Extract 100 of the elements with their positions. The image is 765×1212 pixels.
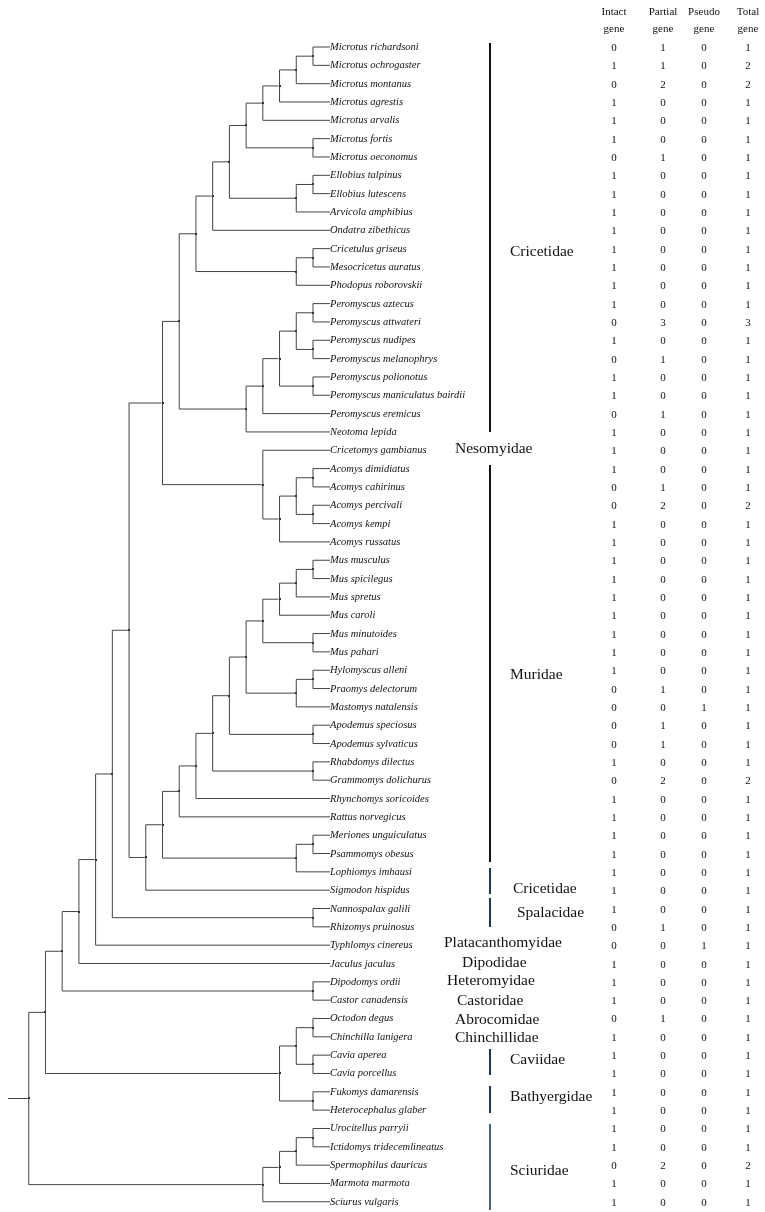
tree-branch: [312, 917, 331, 928]
gene-count: 0: [700, 480, 708, 494]
gene-count: 1: [610, 1104, 618, 1118]
family-label: Sciuridae: [510, 1161, 569, 1179]
gene-count: 0: [659, 755, 667, 769]
branch-node: [278, 1072, 281, 1075]
gene-count: 0: [700, 517, 708, 531]
gene-count: 0: [700, 1195, 708, 1209]
tree-branch: [44, 1011, 280, 1074]
tree-branch: [228, 695, 313, 735]
family-label: Castoridae: [457, 991, 524, 1009]
gene-count: 0: [659, 205, 667, 219]
species-name: Typhlomys cinereus: [330, 938, 413, 952]
tree-branch: [312, 724, 331, 735]
gene-count: 0: [659, 975, 667, 989]
species-name: Urocitellus parryii: [330, 1121, 409, 1135]
family-label: Platacanthomyidae: [444, 933, 562, 951]
gene-count: 1: [659, 719, 667, 733]
branch-node: [61, 950, 64, 953]
tree-branch: [262, 484, 280, 520]
tree-branch: [195, 233, 296, 273]
gene-count: 0: [700, 462, 708, 476]
gene-count: 0: [700, 1049, 708, 1063]
species-name: Rhynchomys soricoides: [330, 791, 429, 805]
tree-branch: [262, 102, 331, 121]
tree-branch: [245, 408, 331, 433]
column-header: Intact gene: [600, 4, 628, 36]
species-name: Phodopus roborovskii: [330, 278, 423, 292]
tree-branch: [195, 732, 213, 767]
gene-count: 2: [744, 774, 752, 788]
gene-count: 0: [700, 334, 708, 348]
gene-count: 0: [659, 517, 667, 531]
gene-count: 1: [610, 810, 618, 824]
tree-branch: [212, 732, 313, 772]
gene-count: 0: [659, 590, 667, 604]
tree-branch: [312, 633, 331, 644]
gene-count: 1: [610, 792, 618, 806]
tree-branch: [279, 85, 331, 103]
tree-branch: [295, 1027, 313, 1047]
gene-count: 1: [610, 334, 618, 348]
tree-branch: [295, 1150, 331, 1166]
branch-node: [178, 320, 181, 323]
gene-count: 1: [610, 590, 618, 604]
tree-branch: [245, 656, 296, 694]
species-name: Ondatra zibethicus: [330, 223, 411, 237]
gene-count: 1: [744, 1085, 752, 1099]
gene-count: 1: [700, 939, 708, 953]
branch-node: [261, 619, 264, 622]
branch-node: [94, 858, 97, 861]
gene-count: 0: [700, 554, 708, 568]
gene-count: 1: [744, 242, 752, 256]
tree-branch: [178, 233, 196, 322]
tree-branch: [262, 449, 331, 486]
branch-node: [211, 732, 214, 735]
species-name: Jaculus jaculus: [330, 956, 396, 970]
family-label: Nesomyidae: [455, 439, 533, 457]
branch-node: [311, 770, 314, 773]
gene-count: 0: [659, 609, 667, 623]
species-name: Acomys cahirinus: [330, 479, 405, 493]
gene-count: 1: [744, 994, 752, 1008]
species-name: Microtus agrestis: [330, 95, 403, 108]
gene-count: 1: [744, 407, 752, 421]
gene-count: 0: [610, 774, 618, 788]
branch-node: [261, 483, 264, 486]
gene-count: 0: [700, 224, 708, 238]
gene-count: 0: [700, 96, 708, 109]
tree-branch: [279, 358, 313, 387]
species-name: Grammomys dolichurus: [330, 773, 432, 787]
gene-count: 1: [659, 59, 667, 73]
branch-node: [278, 84, 281, 87]
tree-branch: [312, 1100, 331, 1111]
species-name: Praomys delectorum: [330, 681, 418, 695]
gene-count: 0: [700, 425, 708, 439]
tree-branch: [95, 773, 112, 861]
gene-count: 1: [659, 1012, 667, 1026]
gene-count: 1: [744, 627, 752, 641]
branch-node: [211, 195, 214, 198]
gene-count: 0: [610, 352, 618, 366]
branch-node: [295, 197, 298, 200]
gene-count: 1: [744, 132, 752, 146]
gene-count: 1: [659, 737, 667, 751]
gene-count: 1: [610, 462, 618, 476]
gene-count: 1: [744, 884, 752, 898]
gene-count: 0: [610, 315, 618, 329]
tree-branch: [295, 495, 313, 515]
gene-count: 0: [700, 884, 708, 898]
tree-branch: [312, 770, 331, 781]
gene-count: 1: [610, 829, 618, 843]
species-name: Mus minutoides: [330, 626, 397, 640]
tree-branch: [295, 330, 313, 350]
gene-count: 0: [659, 132, 667, 146]
gene-count: 0: [659, 1085, 667, 1099]
gene-count: 1: [744, 975, 752, 989]
tree-branch: [312, 468, 331, 479]
tree-branch: [312, 513, 331, 525]
gene-count: 0: [659, 1140, 667, 1154]
branch-node: [295, 582, 298, 585]
tree-branch: [312, 1054, 331, 1065]
tree-branch: [312, 733, 331, 745]
gene-count: 1: [659, 352, 667, 366]
